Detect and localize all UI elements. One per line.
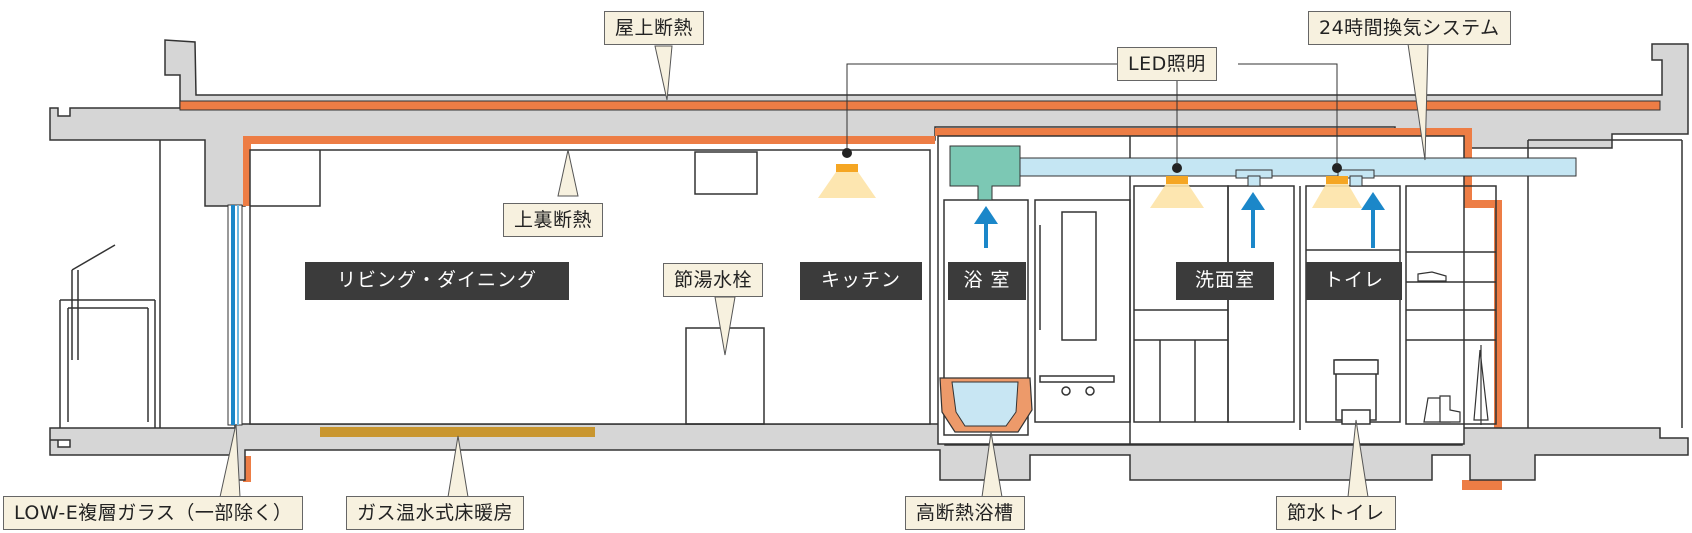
callout-led-lighting: LED照明	[1117, 47, 1217, 81]
led-light-icon	[818, 148, 1362, 208]
callout-low-e-glass: LOW-E複層ガラス（一部除く）	[3, 496, 304, 530]
room-label-living-dining: リビング・ダイニング	[305, 262, 569, 300]
boots-icon	[1423, 395, 1461, 423]
floor-heating	[320, 427, 595, 437]
toilet-icon	[1333, 359, 1379, 425]
callout-water-saving-toilet: 節水トイレ	[1276, 496, 1396, 530]
room-label-bathroom: 浴 室	[948, 262, 1026, 300]
refrigerator-icon	[1039, 375, 1115, 396]
bathtub-icon	[939, 377, 1033, 433]
balcony-railing	[59, 140, 161, 428]
airflow-arrow-icon	[974, 192, 1385, 248]
umbrella-icon	[1473, 345, 1489, 425]
callout-ventilation: 24時間換気システム	[1308, 11, 1511, 45]
room-label-toilet: トイレ	[1306, 262, 1402, 300]
exterior-wall-right	[1527, 139, 1683, 428]
room-label-kitchen: キッチン	[800, 262, 922, 300]
callout-water-saving-faucet: 節湯水栓	[663, 263, 764, 297]
callout-ceiling-insulation: 上裏断熱	[503, 203, 604, 237]
ventilation-duct	[949, 145, 1577, 201]
led-leader-lines	[846, 63, 1338, 165]
low-e-window	[227, 204, 251, 426]
callout-insulated-bathtub: 高断熱浴槽	[905, 496, 1025, 530]
roof-insulation	[179, 100, 1661, 111]
callout-floor-heating: ガス温水式床暖房	[346, 496, 525, 530]
shoes-icon	[1417, 271, 1447, 282]
ceiling-insulation	[243, 136, 935, 206]
room-label-washroom: 洗面室	[1176, 262, 1274, 300]
callout-roof-insulation: 屋上断熱	[604, 11, 705, 45]
